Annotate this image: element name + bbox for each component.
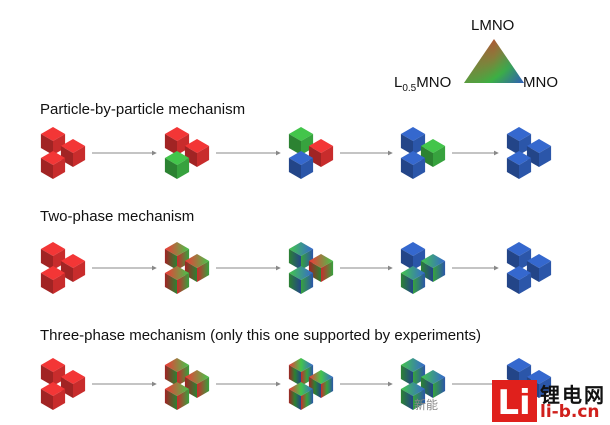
- crystal-particle: [288, 382, 314, 410]
- particle-group: [288, 127, 334, 179]
- mechanism-row-1: [40, 242, 552, 294]
- particle-by-particle-title: Particle-by-particle mechanism: [40, 101, 246, 118]
- crystal-particle: [164, 242, 190, 270]
- crystal-particle: [400, 151, 426, 179]
- crystal-particle: [400, 358, 426, 386]
- three-phase-title: Three-phase mechanism (only this one sup…: [40, 327, 482, 344]
- composition-legend-triangle: [464, 39, 524, 83]
- legend-label-mno: MNO: [523, 74, 558, 91]
- crystal-particle: [40, 358, 66, 386]
- crystal-particle: [288, 242, 314, 270]
- crystal-particle: [506, 151, 532, 179]
- crystal-particle: [164, 382, 190, 410]
- two-phase-title: Two-phase mechanism: [40, 208, 195, 225]
- watermark-logo: Li: [492, 380, 537, 423]
- watermark-site-url: li-b.cn: [540, 402, 600, 422]
- crystal-particle: [400, 242, 426, 270]
- crystal-particle: [420, 139, 446, 167]
- particle-group: [506, 127, 552, 179]
- crystal-particle: [164, 151, 190, 179]
- crystal-particle: [420, 370, 446, 398]
- crystal-particle: [184, 254, 210, 282]
- crystal-particle: [308, 370, 334, 398]
- particle-group: [164, 242, 210, 294]
- crystal-particle: [288, 358, 314, 386]
- particle-group: [288, 358, 334, 410]
- crystal-particle: [164, 266, 190, 294]
- particle-group: [400, 127, 446, 179]
- crystal-particle: [184, 370, 210, 398]
- particle-group: [164, 127, 210, 179]
- crystal-particle: [40, 382, 66, 410]
- crystal-particle: [164, 127, 190, 155]
- crystal-particle: [288, 151, 314, 179]
- crystal-particle: [400, 382, 426, 410]
- mechanism-row-2: [40, 358, 552, 410]
- mechanism-row-0: [40, 127, 552, 179]
- crystal-particle: [308, 254, 334, 282]
- crystal-particle: [400, 127, 426, 155]
- crystal-particle: [420, 254, 446, 282]
- crystal-particle: [184, 139, 210, 167]
- legend-label-l05mno: L0.5MNO: [394, 74, 452, 94]
- crystal-particle: [506, 266, 532, 294]
- particle-group: [40, 358, 86, 410]
- particle-group: [40, 242, 86, 294]
- crystal-particle: [40, 151, 66, 179]
- particle-group: [288, 242, 334, 294]
- legend-label-lmno: LMNO: [471, 17, 515, 34]
- crystal-particle: [164, 358, 190, 386]
- crystal-particle: [288, 266, 314, 294]
- crystal-particle: [288, 127, 314, 155]
- mechanism-rows: [40, 127, 552, 410]
- particle-group: [400, 358, 446, 410]
- crystal-particle: [308, 139, 334, 167]
- particle-group: [400, 242, 446, 294]
- crystal-particle: [506, 127, 532, 155]
- watermark-site-cn: 锂电网: [540, 383, 606, 407]
- crystal-particle: [40, 266, 66, 294]
- particle-group: [40, 127, 86, 179]
- crystal-particle: [400, 266, 426, 294]
- particle-group: [506, 242, 552, 294]
- particle-group: [164, 358, 210, 410]
- watermark-logo-letters: Li: [497, 383, 530, 423]
- crystal-particle: [506, 242, 532, 270]
